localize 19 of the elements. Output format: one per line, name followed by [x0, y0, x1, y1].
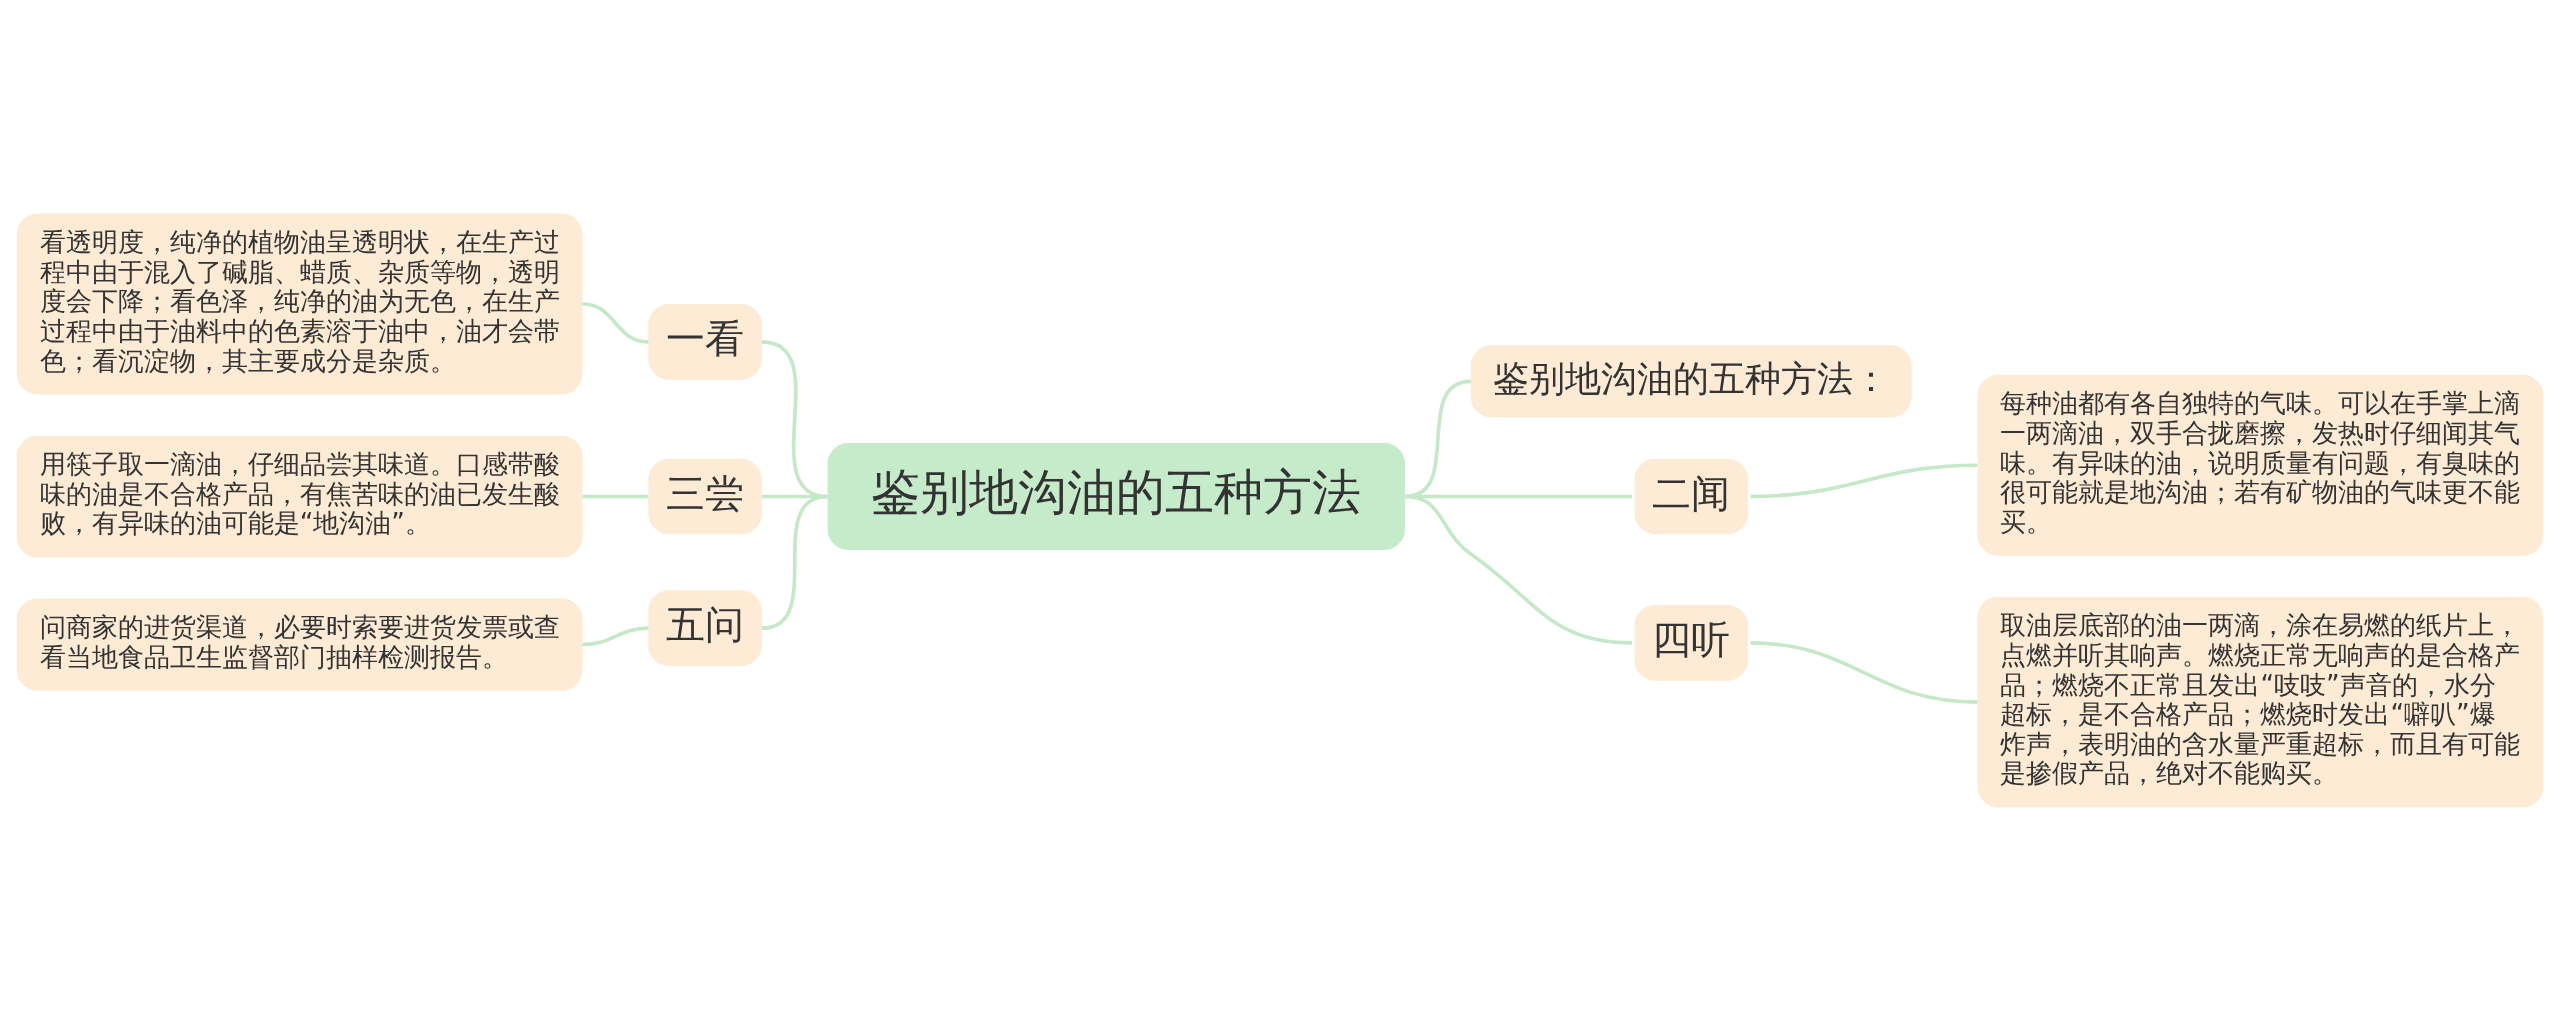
node-box: 取油层底部的油一两滴，涂在易燃的纸片上，点燃并听其响声。燃烧正常无响声的是合格产品；燃烧不正常且发出“吱吱”声音的，水分超标，是不合格产品；燃烧时发出“噼叭”爆炸声，表明油的含水量严重超标，而且有可能是掺假产品，绝对不能购买。: [1977, 596, 2544, 808]
node-box: 一看: [648, 304, 762, 380]
connector: [1750, 641, 1978, 704]
connector: [761, 494, 828, 630]
node-box: 鉴别地沟油的五种方法：: [1470, 345, 1912, 418]
node-box: 四听: [1634, 605, 1748, 681]
node-box: 三尝: [648, 458, 762, 535]
node-box: 鉴别地沟油的五种方法: [827, 443, 1405, 550]
node-box: 用筷子取一滴油，仔细品尝其味道。口感带酸味的油是不合格产品，有焦苦味的油已发生酸败，有异味的油可能是“地沟油”。: [16, 435, 583, 558]
node-box: 问商家的进货渠道，必要时索要进货发票或查看当地食品卫生监督部门抽样检测报告。: [16, 598, 583, 691]
node-box: 看透明度，纯净的植物油呈透明状，在生产过程中由于混入了碱脂、蜡质、杂质等物，透明度会下降；看色泽，纯净的油为无色，在生产过程中由于油料中的色素溶于油中，油才会带色；看沉淀物，其主要成分是杂质。: [16, 213, 583, 395]
node-box: 五问: [648, 590, 762, 666]
connector: [582, 494, 649, 499]
node-box: 每种油都有各自独特的气味。可以在手掌上滴一两滴油，双手合拢磨擦，发热时仔细闻其气味。有异味的油，说明质量有问题，有臭味的很可能就是地沟油；若有矿物油的气味更不能买。: [1977, 374, 2544, 556]
node-box: 二闻: [1634, 458, 1748, 535]
connector: [582, 626, 649, 647]
connector: [582, 302, 649, 344]
connector: [1750, 463, 1978, 499]
connector: [1404, 494, 1633, 645]
